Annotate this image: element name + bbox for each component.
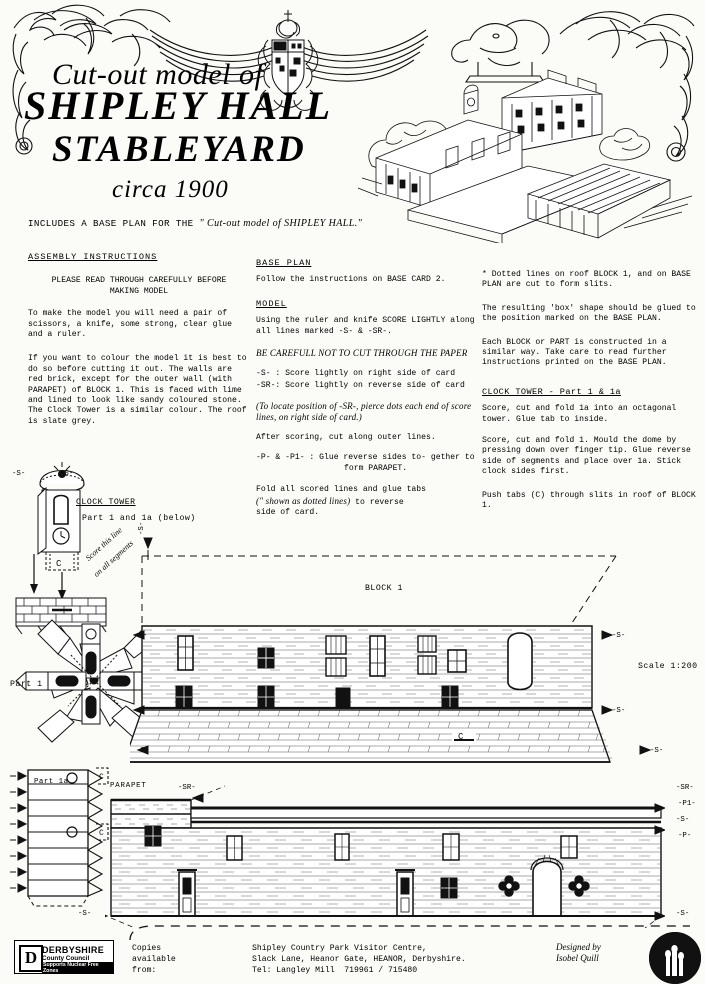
clock-tower-heading: CLOCK TOWER - Part 1 & 1a bbox=[482, 386, 621, 397]
scale-label: Scale 1:200 bbox=[638, 662, 698, 671]
fold-tabs-line2b: to reverse bbox=[350, 497, 404, 507]
copies-label: Copies available from: bbox=[132, 944, 176, 975]
address-line-1: Shipley Country Park Visitor Centre, bbox=[252, 944, 427, 953]
part1a-label: Part 1a bbox=[34, 778, 69, 786]
fold-tabs-line3: side of card. bbox=[256, 508, 320, 518]
coat-of-arms-icon bbox=[257, 10, 319, 111]
assembly-instructions-heading: ASSEMBLY INSTRUCTIONS bbox=[28, 252, 158, 262]
fold-tabs-line1: Fold all scored lines and glue tabs bbox=[256, 485, 426, 495]
masthead-title-stableyard: STABLEYARD bbox=[52, 129, 306, 170]
cut-border-bottom bbox=[129, 925, 690, 941]
fold-tabs-note: Fold all scored lines and glue tabs(" sh… bbox=[256, 485, 478, 518]
designer-credit: Designed by Isobel Quill bbox=[556, 942, 601, 964]
logo-nuclear-free-text: Supports Nuclear Free Zones bbox=[42, 962, 113, 974]
assembly-instructions-column: ASSEMBLY INSTRUCTIONS PLEASE READ THROUG… bbox=[28, 252, 250, 436]
score-tick-right-sr: -SR- bbox=[676, 784, 694, 792]
score-tick-right-s: -S- bbox=[676, 816, 690, 824]
footer: D DERBYSHIRE County Council Supports Nuc… bbox=[0, 932, 705, 984]
be-careful-note: BE CAREFULL NOT TO CUT THROUGH THE PAPER bbox=[256, 348, 468, 359]
designed-by-label: Designed by bbox=[556, 942, 601, 952]
parapet-elevation-diagram bbox=[105, 785, 665, 928]
read-carefully-line2: MAKING MODEL bbox=[109, 286, 169, 296]
clock-tower-diagram: C bbox=[15, 462, 167, 743]
score-tick-right-p: -P- bbox=[678, 832, 692, 840]
shipley-country-park-tree-logo bbox=[649, 932, 701, 984]
logo-county-council-text: County Council bbox=[42, 955, 90, 962]
locate-sr-note: (To locate position of -SR-, pierce dots… bbox=[256, 401, 472, 422]
address-line-2: Slack Lane, Heanor Gate, HEANOR, Derbysh… bbox=[252, 955, 466, 964]
colouring-paragraph: If you want to colour the model it is be… bbox=[28, 354, 247, 426]
masthead-line-cutout: Cut-out model of bbox=[52, 58, 264, 91]
masthead-circa: circa 1900 bbox=[112, 176, 229, 203]
logo-d-initial: D bbox=[19, 945, 43, 972]
masthead: Cut-out model of SHIPLEY HALL STABLEYARD… bbox=[0, 0, 705, 243]
score-tick-parapet-sr: -SR- bbox=[178, 784, 196, 792]
block1-elevation-diagram: C bbox=[130, 555, 617, 763]
read-carefully-note: PLEASE READ THROUGH CAREFULLY BEFORE MAK… bbox=[28, 276, 250, 297]
dotted-lines-note: * Dotted lines on roof BLOCK 1, and on B… bbox=[482, 270, 691, 290]
each-block-note: Each BLOCK or PART is constructed in a s… bbox=[482, 337, 667, 368]
address-line-3: Tel: Langley Mill 719961 / 715480 bbox=[252, 966, 418, 975]
score-tick-block1-wall-right: -S- bbox=[612, 632, 626, 640]
stableyard-perspective-illustration bbox=[357, 69, 693, 243]
part1-label: Part 1 bbox=[10, 680, 43, 689]
svg-text:C: C bbox=[458, 732, 464, 742]
base-plan-model-column: BASE PLAN Follow the instructions on BAS… bbox=[256, 258, 478, 528]
svg-text:C: C bbox=[56, 559, 62, 569]
materials-paragraph: To make the model you will need a pair o… bbox=[28, 309, 232, 340]
masthead-title-shipley-hall: SHIPLEY HALL bbox=[24, 83, 333, 128]
includes-quote: " Cut-out model of SHIPLEY HALL." bbox=[199, 218, 363, 229]
score-right-side-note: -S- : Score lightly on right side of car… bbox=[256, 369, 456, 379]
includes-base-plan-note: INCLUDES A BASE PLAN FOR THE " Cut-out m… bbox=[28, 218, 362, 229]
score-tick-right-base-s: -S- bbox=[676, 910, 690, 918]
fold-tabs-dotted: (" shown as dotted lines) bbox=[256, 495, 351, 506]
clock-tower-diagram-title: CLOCK TOWER bbox=[76, 498, 136, 507]
base-plan-paragraph: Follow the instructions on BASE CARD 2. bbox=[256, 275, 446, 285]
clock-tower-column: * Dotted lines on roof BLOCK 1, and on B… bbox=[482, 270, 697, 521]
box-shape-note: The resulting 'box' shape should be glue… bbox=[482, 303, 696, 324]
score-tick-right-p1: -P1- bbox=[678, 800, 696, 808]
score-tick-block1-roof-right: -S- bbox=[650, 747, 664, 755]
score-reverse-side-note: -SR-: Score lightly on reverse side of c… bbox=[256, 380, 465, 390]
read-carefully-line1: PLEASE READ THROUGH CAREFULLY BEFORE bbox=[51, 276, 227, 286]
score-tick-block1-eaves-right: -S- bbox=[612, 707, 626, 715]
model-heading: MODEL bbox=[256, 298, 287, 309]
parapet-glue-note: -P- & -P1- : Glue reverse sides to- geth… bbox=[256, 453, 475, 473]
parapet-label: PARAPET bbox=[110, 782, 147, 790]
score-tick-clocktower-right: -S- bbox=[60, 470, 74, 478]
part1a-net-diagram: C C bbox=[10, 767, 109, 907]
svg-text:C: C bbox=[99, 829, 104, 838]
clock-tower-step3: Push tabs (C) through slits in roof of B… bbox=[482, 490, 696, 511]
includes-prefix: INCLUDES A BASE PLAN FOR THE bbox=[28, 218, 194, 229]
designer-name: Isobel Quill bbox=[556, 953, 599, 963]
score-lightly-paragraph: Using the ruler and knife SCORE LIGHTLY … bbox=[256, 316, 475, 336]
score-tick-left-base-s: -S- bbox=[78, 910, 92, 918]
block1-label: BLOCK 1 bbox=[365, 584, 403, 593]
clock-tower-step1: Score, cut and fold 1a into an octagonal… bbox=[482, 404, 677, 424]
base-plan-heading: BASE PLAN bbox=[256, 258, 312, 268]
score-tick-clocktower-left: -S- bbox=[12, 470, 26, 478]
score-tick-arrows bbox=[132, 537, 652, 755]
logo-derbyshire-text: DERBYSHIRE bbox=[42, 945, 105, 955]
svg-text:C: C bbox=[99, 773, 104, 782]
clock-tower-step2: Score, cut and fold 1. Mould the dome by… bbox=[482, 436, 691, 477]
after-scoring-note: After scoring, cut along outer lines. bbox=[256, 433, 436, 443]
ornamental-border bbox=[12, 4, 695, 162]
derbyshire-county-council-logo: D DERBYSHIRE County Council Supports Nuc… bbox=[14, 940, 114, 974]
clock-tower-diagram-sub: Part 1 and 1a (below) bbox=[82, 514, 196, 523]
